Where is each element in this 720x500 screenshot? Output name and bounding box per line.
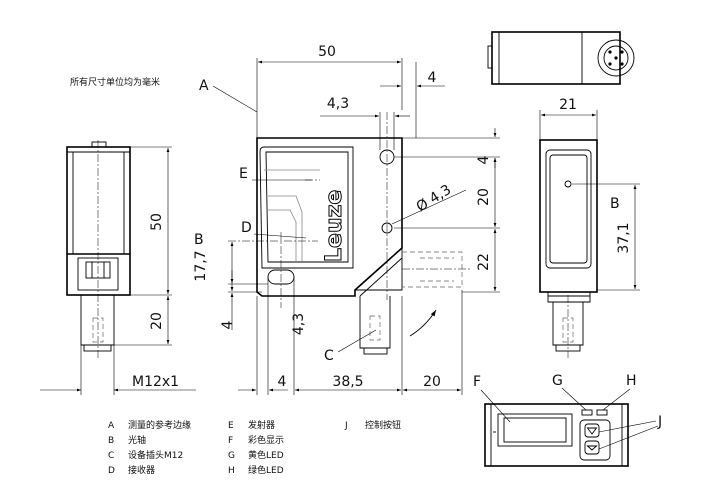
brand-logo: Leuze	[322, 190, 347, 262]
callout-B-back: B	[610, 196, 620, 212]
front-callouts: A E D B C	[194, 78, 377, 364]
legend-key: H	[228, 466, 235, 476]
dim-back-height: 37,1	[616, 222, 632, 253]
dim-bottom-right: 20	[423, 374, 441, 390]
callout-A: A	[199, 78, 209, 94]
legend-text: 测量的参考边缘	[128, 419, 191, 431]
front-view: Leuze	[228, 112, 470, 355]
dim-hole-diameter: Ø 4,3	[414, 182, 454, 216]
legend-key: B	[108, 436, 114, 446]
legend-text: 设备插头M12	[128, 449, 183, 461]
side-view: 50 20 M12x1	[40, 140, 196, 395]
dim-hole-vertical: 4,3	[291, 313, 307, 335]
dim-hole-top: 4	[476, 155, 492, 164]
dim-back-width: 21	[559, 97, 577, 113]
back-view: 21 37,1 B	[539, 97, 640, 358]
display-panel-view: F G H J	[473, 373, 662, 467]
dim-left-lower: 4	[220, 320, 236, 329]
legend-text: 接收器	[128, 464, 155, 476]
dim-hole-bottom: 22	[476, 253, 492, 271]
legend-text: 控制按钮	[365, 419, 401, 431]
dim-thread: M12x1	[132, 374, 179, 390]
legend-text: 彩色显示	[248, 434, 284, 446]
callout-B-front: B	[194, 232, 204, 248]
callout-C: C	[324, 348, 334, 364]
dim-hole-spacing: 20	[476, 188, 492, 206]
callout-G: G	[552, 373, 563, 389]
dim-side-plug: 20	[149, 312, 165, 330]
dim-bottom-mid: 38,5	[332, 374, 363, 390]
legend-text: 发射器	[248, 419, 275, 431]
callout-J: J	[657, 414, 662, 430]
legend-text: 黄色LED	[248, 449, 284, 461]
legend-key: J	[344, 421, 348, 431]
dim-bottom-left: 4	[278, 374, 287, 390]
callout-H: H	[626, 373, 637, 389]
callout-D: D	[241, 220, 252, 236]
legend-key: A	[108, 421, 115, 431]
dim-hole-x: 4,3	[327, 96, 349, 112]
legend-text: 光轴	[128, 434, 146, 446]
dim-optical-axis: 17,7	[193, 250, 209, 281]
dim-top-offset: 4	[428, 70, 437, 86]
dim-width-front: 50	[318, 44, 336, 60]
legend-key: C	[108, 451, 114, 461]
top-view	[487, 31, 635, 85]
callout-E: E	[239, 166, 248, 182]
legend-key: D	[108, 466, 115, 476]
units-note: 所有尺寸单位均为毫米	[70, 76, 160, 88]
legend-text: 绿色LED	[248, 464, 284, 476]
legend-key: E	[228, 421, 234, 431]
callout-F: F	[473, 374, 481, 390]
legend-key: F	[228, 436, 233, 446]
legend-key: G	[228, 451, 235, 461]
dim-side-height: 50	[149, 213, 165, 231]
